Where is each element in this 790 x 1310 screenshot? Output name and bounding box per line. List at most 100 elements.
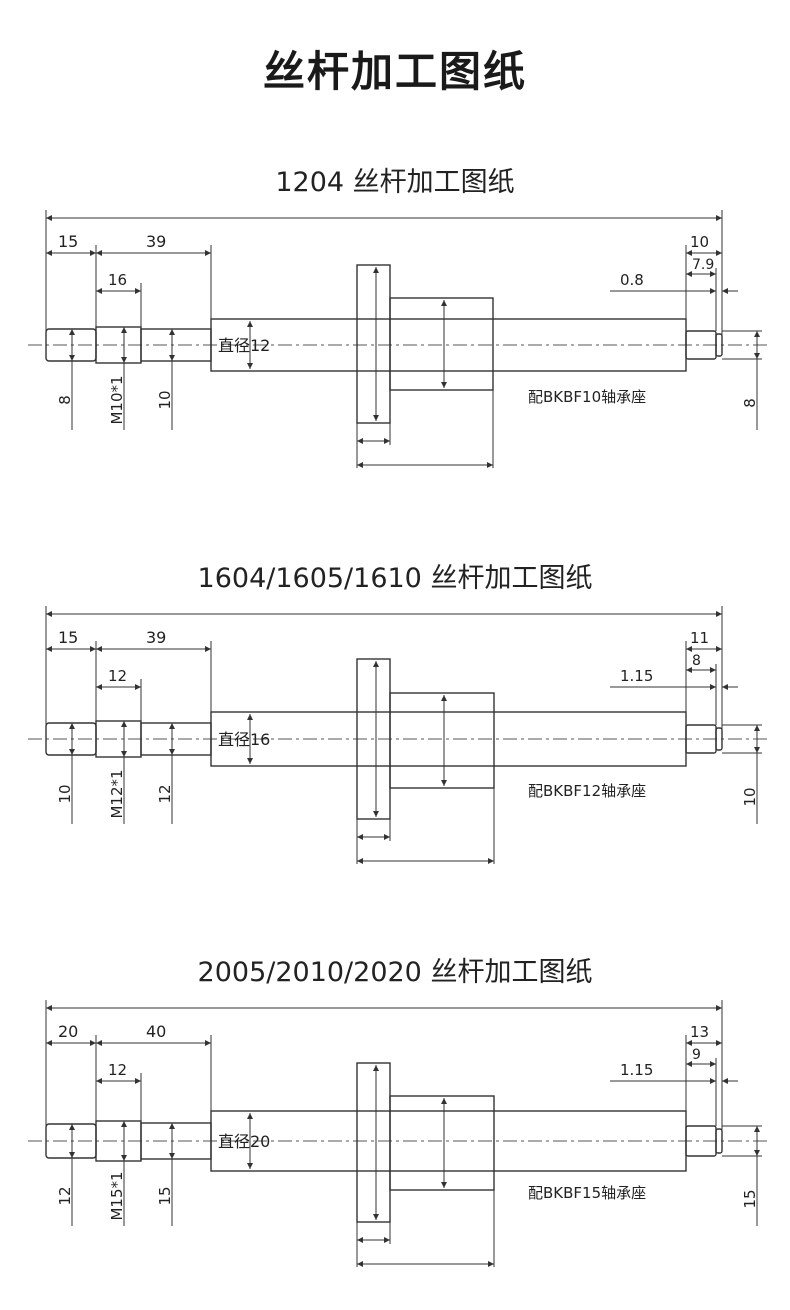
drawing-title: 1604/1605/1610 丝杆加工图纸 [197,563,593,594]
arrow-head [121,721,127,727]
dim-label: 39 [146,628,166,647]
dim-label: M12*1 [108,769,126,818]
arrow-head [357,1237,363,1243]
arrow-head [373,1065,379,1071]
arrow-head [686,646,692,652]
arrow-head [247,714,253,720]
arrow-head [441,300,447,306]
arrow-head [710,684,716,690]
arrow-head [384,438,390,444]
dim-label: 9 [692,1047,701,1063]
dim-label: M15*1 [108,1171,126,1220]
right-journal-tip [715,1128,723,1154]
arrow-head [69,1124,75,1130]
step-section [140,1122,212,1160]
nut-flange [356,1062,391,1223]
arrow-head [121,1155,127,1161]
dim-label: 10 [741,787,759,806]
arrow-head [96,288,102,294]
dim-label: 10 [690,233,709,251]
arrow-head [686,250,692,256]
arrow-head [169,749,175,755]
dim-label: 8 [741,398,759,408]
page-title: 丝杆加工图纸 [262,47,527,96]
arrow-head [69,723,75,729]
arrow-head [710,271,716,277]
arrow-head [169,723,175,729]
dim-label: 配BKBF15轴承座 [528,1184,646,1202]
arrow-head [357,1261,363,1267]
arrow-head [247,363,253,369]
dim-label: 15 [58,232,78,251]
arrow-head [488,1261,494,1267]
arrow-head [69,355,75,361]
arrow-head [487,462,493,468]
arrow-head [716,1040,722,1046]
arrow-head [722,288,728,294]
dim-label: 7.9 [692,257,714,273]
arrow-head [205,646,211,652]
arrow-head [373,415,379,421]
arrow-head [441,780,447,786]
arrow-head [722,1078,728,1084]
dim-label: 直径20 [218,1132,270,1151]
arrow-head [46,215,52,221]
dim-label: 配BKBF10轴承座 [528,388,646,406]
dim-label: 20 [58,1022,78,1041]
arrow-head [46,1040,52,1046]
arrow-head [373,811,379,817]
arrow-head [96,646,102,652]
arrow-head [754,353,760,359]
dim-label: 直径16 [218,730,270,749]
drawing-title: 2005/2010/2020 丝杆加工图纸 [197,957,593,988]
arrow-head [716,215,722,221]
dim-label: 12 [108,667,127,685]
arrow-head [716,646,722,652]
dim-label: 12 [56,1186,74,1205]
arrow-head [710,667,716,673]
arrow-head [46,1005,52,1011]
nut-body [389,1095,495,1191]
arrow-head [135,288,141,294]
dim-label: 15 [58,628,78,647]
arrow-head [69,329,75,335]
dim-label: 8 [56,395,74,405]
arrow-head [90,646,96,652]
arrow-head [710,1061,716,1067]
arrow-head [357,462,363,468]
arrow-head [90,1040,96,1046]
arrow-head [96,250,102,256]
arrow-head [686,1040,692,1046]
arrow-head [169,1123,175,1129]
dim-label: 15 [156,1186,174,1205]
arrow-head [169,1153,175,1159]
dim-label: M10*1 [108,375,126,424]
arrow-head [754,331,760,337]
dim-label: 10 [56,784,74,803]
step-section [140,722,212,756]
arrow-head [121,1121,127,1127]
dim-label: 16 [108,271,127,289]
dim-label: 39 [146,232,166,251]
arrow-head [716,1005,722,1011]
arrow-head [754,1126,760,1132]
arrow-head [169,355,175,361]
dim-label: 8 [692,653,701,669]
arrow-head [46,250,52,256]
arrow-head [441,1098,447,1104]
arrow-head [441,695,447,701]
arrow-head [754,1150,760,1156]
dim-label: 13 [690,1023,709,1041]
right-journal-tip [715,333,723,357]
arrow-head [169,329,175,335]
arrow-head [247,1113,253,1119]
arrow-head [754,725,760,731]
arrow-head [488,858,494,864]
